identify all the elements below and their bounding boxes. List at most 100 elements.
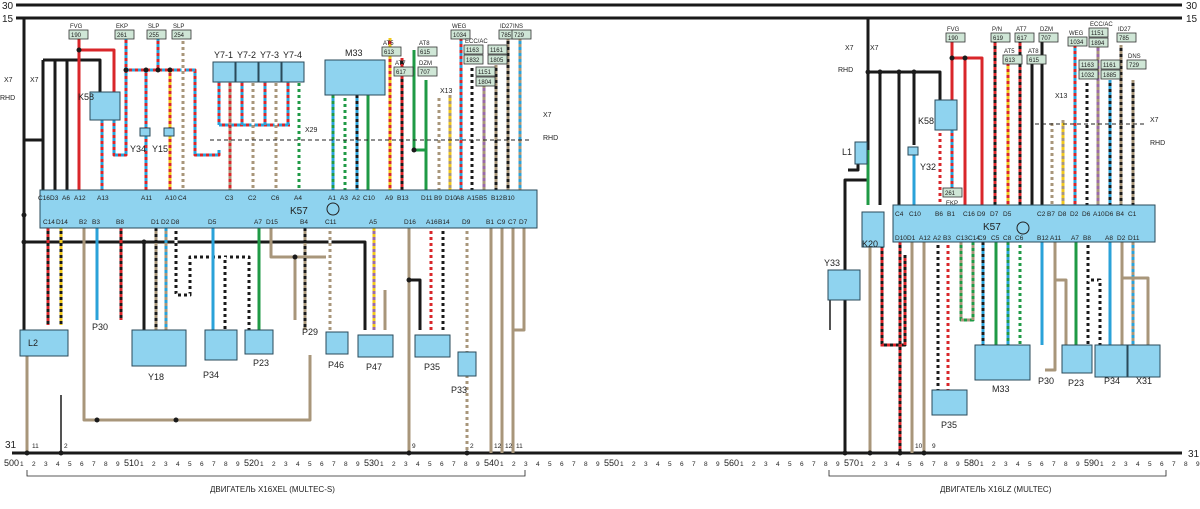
scale-minor-520-8: 8 <box>344 461 348 468</box>
tag-box <box>417 66 438 77</box>
ecu-left-top-pin-15: C10 <box>363 195 375 202</box>
tag-box <box>475 76 496 87</box>
wire <box>43 58 102 92</box>
ecu-left-top-pin-9: C2 <box>248 195 257 202</box>
ecu-left-top-pin-1: D3 <box>50 195 59 202</box>
scale-minor-590-2: 2 <box>1112 461 1116 468</box>
connector-rhd-left: RHD <box>0 95 15 102</box>
ecu-left-bottom-pin-12: C11 <box>325 219 337 226</box>
tag-box <box>1014 32 1035 43</box>
scale-major-510: 510 <box>124 458 139 468</box>
scale-minor-580-8: 8 <box>1064 461 1068 468</box>
connector-rhd-right-b: RHD <box>1150 140 1165 147</box>
wire <box>79 48 116 92</box>
connector-x7-right-b: X7 <box>870 45 879 52</box>
tag-box <box>1116 32 1137 43</box>
scale-minor-520-6: 6 <box>320 461 324 468</box>
ecu-right-top-pin-9: B7 <box>1047 211 1055 218</box>
idle-actuator-m33-right-label: M33 <box>992 384 1010 394</box>
scale-minor-520-5: 5 <box>308 461 312 468</box>
ecu-right-bottom-pin-1: D1 <box>907 235 916 242</box>
injector-Y7-1-label: Y7-1 <box>214 50 233 60</box>
tag-label-left-1: EKP <box>116 24 128 30</box>
egr-valve-y18 <box>131 329 187 367</box>
wire <box>1045 242 1057 372</box>
tag-box <box>68 29 89 40</box>
scale-minor-510-4: 4 <box>176 461 180 468</box>
tag-code-right-9-0: 1161 <box>1103 63 1117 69</box>
tag-box <box>114 29 135 40</box>
junction-dot <box>141 239 147 245</box>
scale-minor-560-4: 4 <box>776 461 780 468</box>
sensor-p30-left-label: P30 <box>92 322 108 332</box>
scale-minor-530-5: 5 <box>428 461 432 468</box>
tag-label-right-1: P/N <box>992 27 1002 33</box>
scale-minor-520-4: 4 <box>296 461 300 468</box>
wire <box>513 228 526 332</box>
ecu-left-top-pin-18: D11 <box>421 195 433 202</box>
egr-valve-y18-label: Y18 <box>148 372 164 382</box>
valve-y34-label: Y34 <box>130 144 146 154</box>
ecu-left-bottom-pin-15: A16 <box>426 219 438 226</box>
junction-dot <box>21 212 27 218</box>
wire <box>126 68 221 157</box>
idle-actuator-m33-left-label: M33 <box>345 48 363 58</box>
tag-code-left-0-0: 190 <box>71 33 82 39</box>
ecu-left-bottom-pin-3: B3 <box>92 219 100 226</box>
connector-x13-left: X13 <box>440 88 453 95</box>
sensor-p47-label: P47 <box>366 362 382 372</box>
ecu-left-bottom-pin-13: A5 <box>369 219 377 226</box>
rail-15-label-left: 15 <box>2 14 14 25</box>
tag-box <box>945 32 966 43</box>
wire <box>24 240 367 330</box>
wire <box>1122 276 1150 345</box>
ecu-right-top-pin-6: D7 <box>990 211 999 218</box>
wire <box>952 56 984 205</box>
scale-minor-500-3: 3 <box>44 461 48 468</box>
ecu-right-top-pin-13: A10 <box>1093 211 1105 218</box>
ecu-left-bottom-pin-7: D8 <box>171 219 180 226</box>
tag-box <box>463 54 484 65</box>
tag-box <box>1002 54 1023 65</box>
scale-minor-590-8: 8 <box>1184 461 1188 468</box>
scale-minor-550-5: 5 <box>668 461 672 468</box>
scale-minor-500-5: 5 <box>68 461 72 468</box>
tag-code-right-5-0: 707 <box>1041 36 1052 42</box>
tag-box <box>990 32 1011 43</box>
wire <box>1088 278 1102 345</box>
valve-y34 <box>139 127 151 137</box>
wire <box>269 228 326 259</box>
tag-box <box>1088 37 1109 48</box>
tag-box <box>511 29 532 40</box>
ecu-right-top-pin-3: B1 <box>947 211 955 218</box>
scale-minor-570-7: 7 <box>932 461 936 468</box>
scale-minor-580-1: 1 <box>980 461 984 468</box>
scale-minor-500-4: 4 <box>56 461 60 468</box>
connector-x7-left-c: X7 <box>543 112 552 119</box>
tag-box <box>1100 59 1121 70</box>
sensor-p35-right <box>931 389 968 416</box>
scale-minor-550-1: 1 <box>620 461 624 468</box>
tag-code-left-8-0: 1034 <box>453 33 467 39</box>
throttle-sensor-p34-left-label: P34 <box>203 370 219 380</box>
ecu-right-top-pin-14: D6 <box>1105 211 1114 218</box>
ecu-right-bottom-pin-0: D10 <box>895 235 907 242</box>
scale-minor-530-4: 4 <box>416 461 420 468</box>
ignition-coil-l2-label: L2 <box>28 338 38 348</box>
ecu-k57-left <box>39 189 538 229</box>
knock-sensor-p46-label: P46 <box>328 360 344 370</box>
tag-box <box>463 44 484 55</box>
wire-stripe <box>126 68 221 157</box>
junction-dot <box>877 69 883 75</box>
map-sensor-p23-right <box>1061 344 1093 374</box>
tag-code-left-9-0: 1163 <box>466 48 480 54</box>
scale-minor-590-9: 9 <box>1196 461 1200 468</box>
ecu-right-bottom-pin-14: B8 <box>1083 235 1091 242</box>
ecu-right-top-pin-1: C10 <box>909 211 921 218</box>
ecu-left-top-pin-21: A8 <box>456 195 464 202</box>
ground-tap-label-2: 9 <box>412 443 416 450</box>
tag-label-left-8: WEG <box>452 24 467 30</box>
scale-minor-590-1: 1 <box>1100 461 1104 468</box>
junction-dot <box>897 450 903 456</box>
ecu-left-bottom-pin-21: D7 <box>519 219 528 226</box>
